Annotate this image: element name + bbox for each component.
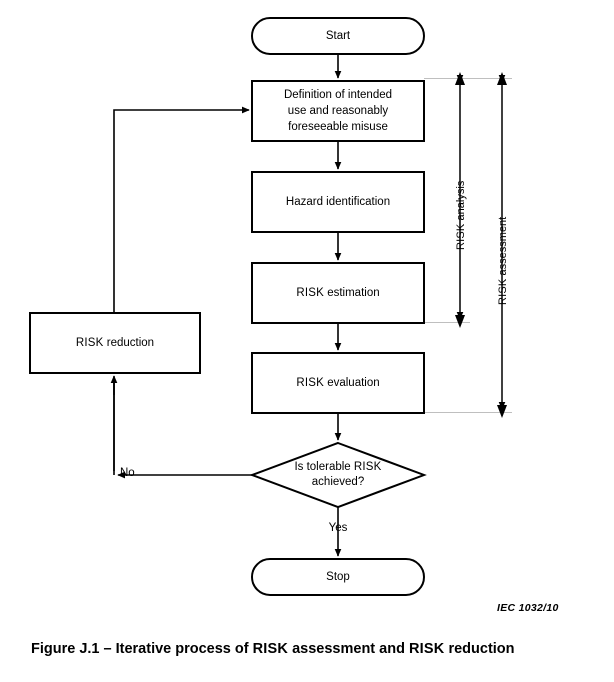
caption-prefix: Figure J.1 – Iterative process of: [31, 641, 253, 657]
node-reduction-risk-word: RISK: [75, 337, 104, 349]
node-evaluation-shape: [251, 352, 425, 414]
node-estimation-risk-word: RISK: [296, 287, 325, 299]
node-definition-label: Definition of intended use and reasonabl…: [254, 87, 422, 135]
node-hazard-shape: [251, 171, 425, 233]
node-stop-label: Stop: [326, 571, 350, 583]
figure-caption: Figure J.1 – Iterative process of RISK a…: [31, 641, 515, 657]
flow-connectors: [110, 54, 342, 557]
range-arrow-heads: [455, 72, 507, 418]
range-label-risk-analysis: RISK analysis: [455, 181, 467, 250]
node-evaluation-rest: evaluation: [324, 377, 380, 389]
node-decision-risk-word: RISK: [353, 461, 382, 473]
range-assessment-risk-word: RISK: [497, 278, 509, 305]
node-definition-line3: foreseeable misuse: [288, 121, 388, 133]
node-estimation-shape: [251, 262, 425, 324]
edge-label-yes: Yes: [328, 522, 348, 534]
node-decision-label: Is tolerable RISK achieved?: [252, 460, 424, 490]
node-estimation-label: RISK estimation: [252, 286, 424, 301]
node-decision-line1-a: Is tolerable: [294, 461, 354, 473]
edge-reduction-to-definition: [113, 106, 250, 313]
node-hazard-label: Hazard identification: [285, 196, 391, 208]
caption-risk-word-2: RISK: [408, 641, 445, 657]
range-arrows: [456, 74, 506, 410]
node-stop-shape: [251, 558, 425, 596]
iec-reference: IEC 1032/10: [497, 602, 559, 614]
node-evaluation-label: RISK evaluation: [252, 376, 424, 391]
node-estimation-rest: estimation: [324, 287, 380, 299]
node-reduction-label: RISK reduction: [30, 336, 200, 351]
range-assessment-rest: assessment: [497, 216, 509, 279]
edge-label-no: No: [120, 467, 135, 479]
node-evaluation-risk-word: RISK: [296, 377, 325, 389]
range-analysis-risk-word: RISK: [455, 223, 467, 250]
range-guide-lines: [424, 78, 512, 413]
caption-risk-word-1: RISK: [252, 641, 289, 657]
node-start-label: Start: [325, 30, 351, 42]
caption-mid: assessment and: [288, 641, 409, 657]
node-definition-line2: use and reasonably: [287, 105, 389, 117]
range-label-risk-assessment: RISK assessment: [497, 217, 509, 305]
node-reduction-shape: [29, 312, 201, 374]
range-analysis-rest: analysis: [455, 180, 467, 224]
node-reduction-rest: reduction: [103, 337, 155, 349]
node-definition-line1: Definition of intended: [283, 89, 393, 101]
node-decision-line2: achieved?: [311, 476, 365, 488]
caption-suffix: reduction: [444, 641, 515, 657]
